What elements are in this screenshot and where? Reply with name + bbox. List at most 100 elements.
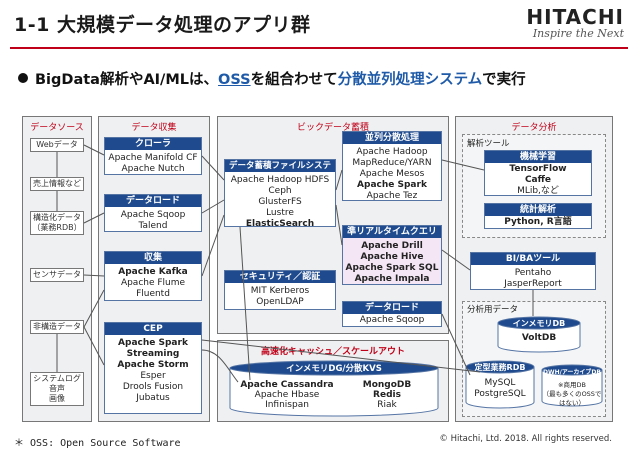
source-sensor: センサデータ: [30, 268, 84, 282]
hitachi-logo: HITACHI Inspire the Next: [526, 6, 624, 40]
cache-left-line: Apache Hbase: [254, 390, 320, 400]
crawler-card: クローラ Apache Manifold CF Apache Nutch: [104, 137, 202, 175]
logo-wordmark: HITACHI: [526, 5, 624, 29]
ml-card: 機械学習 TensorFlow Caffe MLib,など: [484, 150, 592, 196]
security-header: セキュリティ／認証: [225, 271, 335, 283]
rdb-body: MySQL PostgreSQL: [464, 378, 536, 400]
dataload-line: Apache Sqoop: [120, 210, 186, 220]
cep-line: Esper: [140, 371, 166, 381]
dwh-header: DWH/アーカイブDB: [542, 369, 601, 376]
analysis-data-label: 分析用データ: [467, 305, 519, 315]
cep-card: CEP Apache Spark Streaming Apache Storm …: [104, 322, 202, 414]
parallel-line: MapReduce/YARN: [352, 158, 432, 168]
parallel-line: Apache Tez: [366, 191, 418, 201]
ml-line: Caffe: [524, 175, 552, 185]
bullet-middle: を組合わせて: [250, 72, 338, 88]
parallel-line: Apache Spark: [357, 180, 427, 190]
crawler-line: Apache Nutch: [121, 164, 185, 174]
cache-left: Apache Cassandra Apache Hbase Infinispan: [232, 380, 342, 410]
realtime-line: Apache Drill: [361, 241, 423, 251]
bullet-prefix: BigData解析やAI/MLは、: [35, 72, 219, 88]
ml-header: 機械学習: [485, 151, 591, 163]
filesystem-header: データ蓄積ファイルシステム: [225, 160, 335, 183]
stats-card: 統計解析 Python, R言語: [484, 203, 592, 229]
bullet-suffix: で実行: [482, 72, 526, 88]
stats-line: Python, R言語: [504, 217, 572, 227]
stats-header: 統計解析: [485, 204, 591, 216]
ingest-line: Apache Flume: [120, 278, 186, 288]
security-line: MIT Kerberos: [250, 286, 310, 296]
panel-collection-label: データ収集: [131, 123, 177, 133]
source-logs-line2: 音声: [49, 384, 65, 393]
parallel-line: Apache Hadoop: [356, 147, 428, 157]
parallel-line: Apache Mesos: [359, 169, 425, 179]
tools-label: 解析ツール: [467, 139, 510, 149]
cache-header: インメモリDG/分散KVS: [286, 364, 382, 374]
dwh-line: ※商用DB: [558, 381, 586, 389]
rdb-cylinder: [465, 360, 535, 409]
source-unstructured: 非構造データ: [30, 320, 84, 334]
footer-copyright: © Hitachi, Ltd. 2018. All rights reserve…: [439, 434, 612, 444]
ingest-card: 収集 Apache Kafka Apache Flume Fluentd: [104, 251, 202, 301]
cep-line: Apache Spark: [118, 338, 188, 348]
rdb-line: PostgreSQL: [474, 389, 526, 399]
dataload-header: データロード: [105, 195, 201, 207]
cache-right: MongoDB Redis Riak: [342, 380, 432, 410]
filesystem-line: Apache Hadoop HDFS: [230, 175, 330, 185]
realtime-card: 準リアルタイムクエリ Apache Drill Apache Hive Apac…: [342, 225, 442, 285]
source-structured-label: 構造化データ: [33, 213, 81, 222]
source-sales: 売上情報など: [30, 177, 84, 191]
filesystem-line: ElasticSearch: [245, 219, 315, 229]
source-structured: 構造化データ （業務RDB）: [30, 211, 84, 235]
bi-line: Pentaho: [514, 268, 552, 278]
cache-left-line: Apache Cassandra: [240, 380, 334, 390]
ml-line: TensorFlow: [509, 164, 567, 174]
dataload2-header: データロード: [343, 302, 441, 314]
parallel-card: 並列分散処理 Apache Hadoop MapReduce/YARN Apac…: [342, 131, 442, 201]
slide-title: 1-1 大規模データ処理のアプリ群: [14, 14, 311, 36]
ingest-line: Apache Kafka: [118, 267, 188, 277]
cache-right-line: Redis: [373, 390, 401, 400]
panel-datasource-label: データソース: [30, 123, 84, 133]
inmem-line: VoltDB: [521, 333, 557, 343]
cep-line: Streaming: [126, 349, 180, 359]
dataload2-card: データロード Apache Sqoop: [342, 301, 442, 327]
realtime-line: Apache Spark SQL: [345, 263, 439, 273]
source-logs: システムログ 音声 画像: [30, 372, 84, 406]
oss-link[interactable]: OSS: [218, 72, 251, 88]
filesystem-line: Lustre: [266, 208, 294, 218]
filesystem-line: Ceph: [268, 186, 292, 196]
security-line: OpenLDAP: [256, 297, 304, 307]
panel-bigdata-label: ビックデータ蓄積: [296, 123, 369, 133]
cep-line: Apache Storm: [117, 360, 189, 370]
rdb-line: MySQL: [484, 378, 516, 388]
crawler-line: Apache Manifold CF: [108, 153, 198, 163]
ingest-header: 収集: [105, 252, 201, 264]
dataload2-line: Apache Sqoop: [359, 315, 425, 325]
dataload-card: データロード Apache Sqoop Talend: [104, 194, 202, 232]
panel-analysis-label: データ分析: [511, 123, 557, 133]
bi-card: BI/BAツール Pentaho JasperReport: [470, 252, 596, 290]
dwh-cylinder: [541, 364, 603, 407]
dwh-body: ※商用DB （最も多くのOSSではない）: [540, 381, 604, 408]
cache-right-line: Riak: [377, 400, 397, 410]
bullet-icon: [18, 73, 28, 83]
bullet-statement: BigData解析やAI/MLは、OSSを組合わせて分散並列処理システムで実行: [18, 68, 526, 89]
realtime-line: Apache Hive: [360, 252, 424, 262]
rdb-header: 定型業務RDB: [474, 363, 526, 372]
dataload-line: Talend: [138, 221, 168, 231]
parallel-header: 並列分散処理: [343, 132, 441, 144]
ml-line: MLib,など: [517, 186, 559, 196]
ingest-line: Fluentd: [136, 289, 170, 299]
source-web: Webデータ: [30, 138, 84, 152]
realtime-line: Apache Impala: [354, 274, 430, 284]
logo-tagline: Inspire the Next: [532, 27, 624, 40]
source-structured-sub: （業務RDB）: [32, 223, 82, 232]
source-logs-line3: 画像: [49, 394, 65, 403]
cep-header: CEP: [105, 323, 201, 335]
cep-line: Jubatus: [136, 393, 170, 403]
cache-left-line: Infinispan: [265, 400, 309, 410]
filesystem-line: GlusterFS: [258, 197, 302, 207]
dwh-line: （最も多くのOSSではない）: [542, 390, 602, 407]
crawler-header: クローラ: [105, 138, 201, 150]
